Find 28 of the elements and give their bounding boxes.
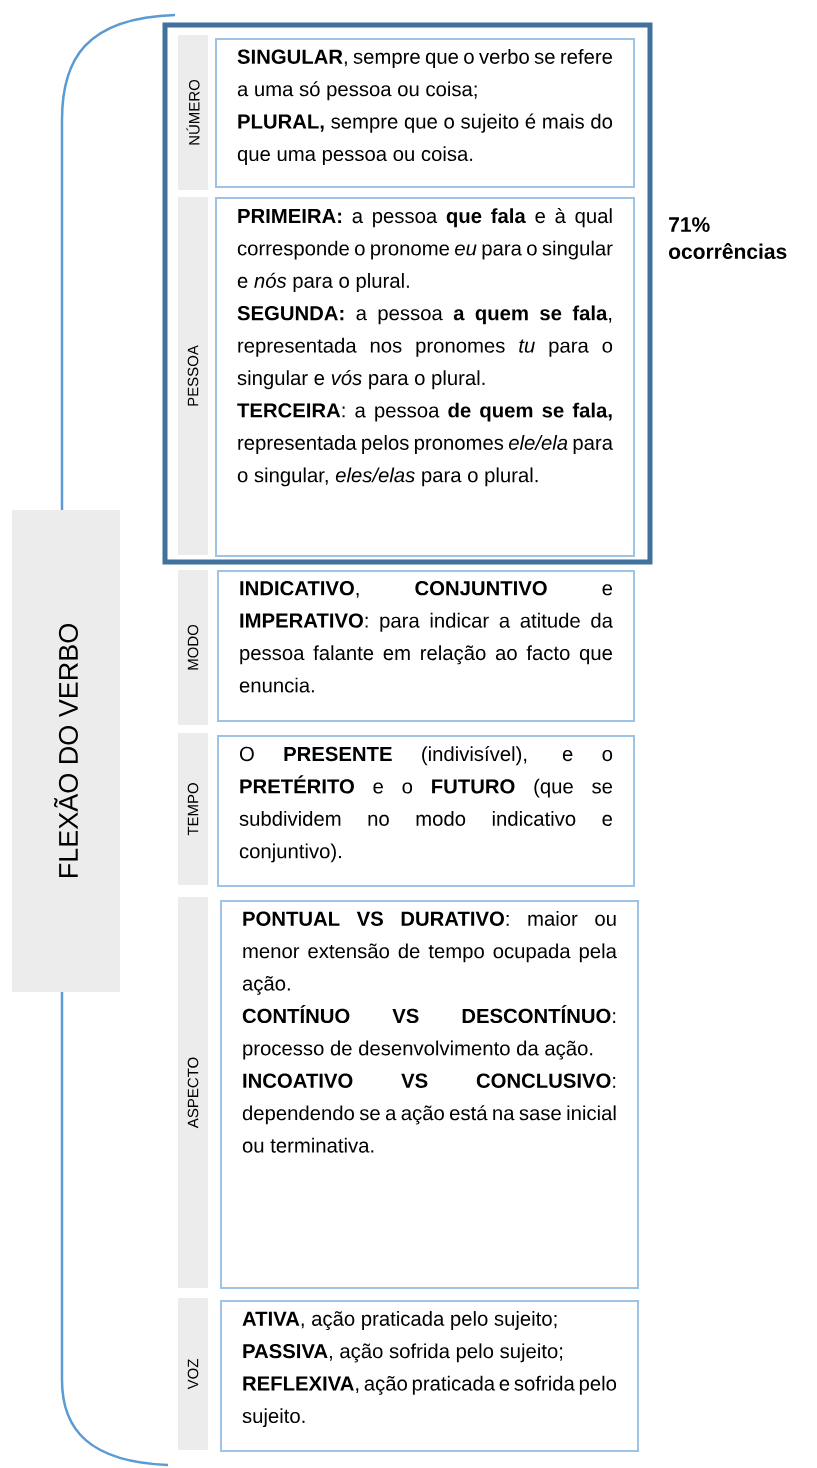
category-tab: VOZ [178, 1298, 208, 1450]
description-box [215, 38, 635, 188]
description-text: CONTÍNUO VS DESCONTÍNUO: processo de desenvolvimento da ação. [242, 1004, 616, 1060]
description-text: INCOATIVO VS CONCLUSIVO: dependendo se a ação está na sase inicial ou terminativa. [242, 1073, 616, 1153]
side-note: 71% ocorrências [669, 217, 787, 259]
category-tab: NÚMERO [178, 35, 208, 190]
description-text: PONTUAL VS DURATIVO: maior ou menor extensão de tempo ocupada pela ação. [242, 911, 617, 995]
description-text: REFLEXIVA, ação praticada e sofrida pelo sujeito. [242, 1375, 617, 1428]
category-tab: ASPECTO [178, 897, 208, 1288]
description-box [220, 900, 639, 1289]
description-box [215, 197, 635, 557]
description-text: SINGULAR, sempre que o verbo se refere a uma só pessoa ou coisa; [237, 49, 613, 101]
category-tab: MODO [178, 570, 208, 725]
description-box [220, 1300, 639, 1452]
description-text: ATIVA, ação praticada pelo sujeito; [242, 1311, 557, 1330]
category-tab: TEMPO [178, 733, 208, 885]
description-text: SEGUNDA: a pessoa a quem se fala, representada nos pronomes tu para o singular e vós para o plural. [237, 305, 613, 390]
title-box: FLEXÃO DO VERBO [12, 510, 120, 992]
description-text: INDICATIVO, CONJUNTIVO e IMPERATIVO: para indicar a atitude da pessoa falante em relação ao facto que enuncia. [239, 581, 613, 693]
description-text: PLURAL, sempre que o sujeito é mais do que uma pessoa ou coisa. [237, 113, 613, 166]
description-text: O PRESENTE (indivisível), e o PRETÉRITO e o FUTURO (que se subdividem no modo indicativo e conjuntivo). [239, 746, 613, 863]
description-text: PRIMEIRA: a pessoa que fala e à qual corresponde o pronome eu para o singular e nós para o plural. [237, 208, 613, 292]
description-box [217, 570, 635, 722]
description-text: PASSIVA, ação sofrida pelo sujeito; [243, 1343, 563, 1363]
description-text: TERCEIRA: a pessoa de quem se fala, representada pelos pronomes ele/ela para o singular, eles/elas para o plural. [237, 402, 613, 487]
description-box [217, 735, 635, 887]
category-tab: PESSOA [178, 197, 208, 555]
frame-box [162, 22, 653, 565]
